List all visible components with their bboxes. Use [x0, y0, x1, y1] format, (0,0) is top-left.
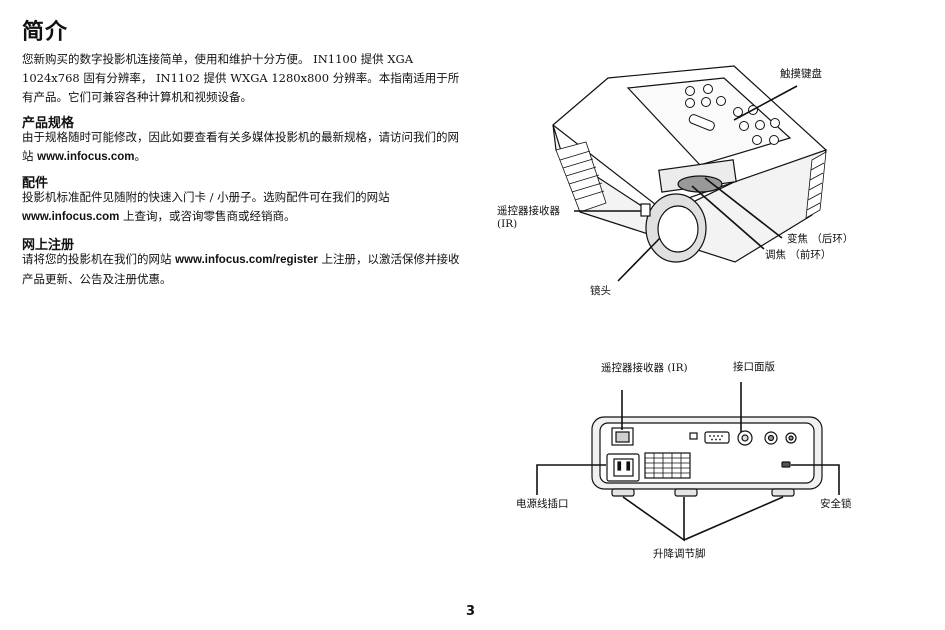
- section-specs-text: 由于规格随时可能修改，因此如要查看有关多媒体投影机的最新规格，请访问我们的网站: [22, 130, 459, 163]
- label-power-inlet: 电源线插口: [516, 498, 569, 510]
- section-accessories-text-end: 上查询，或咨询零售商或经销商。: [119, 209, 296, 223]
- label-focus: 调焦 （前环）: [765, 249, 832, 261]
- section-register-heading: 网上注册: [22, 238, 75, 253]
- label-back-ir: 遥控器接收器 (IR): [601, 362, 688, 374]
- section-register-body: 请将您的投影机在我们的网站 www.infocus.com/register 上…: [22, 250, 462, 289]
- label-ir-receiver: 遥控器接收器 (IR): [497, 205, 560, 231]
- label-ir-line1: 遥控器接收器: [497, 205, 560, 217]
- section-accessories-heading: 配件: [22, 176, 49, 191]
- section-accessories-body: 投影机标准配件见随附的快速入门卡 / 小册子。选购配件可在我们的网站 www.i…: [22, 188, 462, 227]
- section-specs-link[interactable]: www.infocus.com: [37, 151, 135, 163]
- section-register-link[interactable]: www.infocus.com/register: [175, 254, 318, 266]
- page-number: 3: [466, 604, 476, 619]
- label-zoom: 变焦 （后环）: [787, 233, 854, 245]
- section-register-text: 请将您的投影机在我们的网站: [22, 252, 176, 266]
- label-lens: 镜头: [590, 285, 611, 297]
- label-security-lock: 安全锁: [820, 498, 852, 510]
- label-keypad: 触摸键盘: [780, 68, 822, 80]
- projector-back-view: [591, 416, 823, 497]
- label-ir-line2: (IR): [497, 218, 518, 230]
- section-accessories-link[interactable]: www.infocus.com: [22, 211, 120, 223]
- section-accessories-text: 投影机标准配件见随附的快速入门卡 / 小册子。选购配件可在我们的网站: [22, 190, 390, 204]
- projector-top-view: [552, 65, 828, 263]
- section-specs-text-end: 。: [134, 149, 147, 163]
- section-register-text-end: 上注册，以激活保修并接收产品更新、公告及注册优惠。: [22, 252, 460, 286]
- page-title: 简介: [22, 20, 69, 45]
- section-specs-body: 由于规格随时可能修改，因此如要查看有关多媒体投影机的最新规格，请访问我们的网站 …: [22, 128, 462, 167]
- intro-paragraph: 您新购买的数字投影机连接简单，使用和维护十分方便。 IN1100 提供 XGA …: [22, 52, 460, 104]
- label-feet: 升降调节脚: [653, 548, 706, 560]
- label-back-panel: 接口面版: [733, 361, 775, 373]
- section-specs-heading: 产品规格: [22, 116, 75, 131]
